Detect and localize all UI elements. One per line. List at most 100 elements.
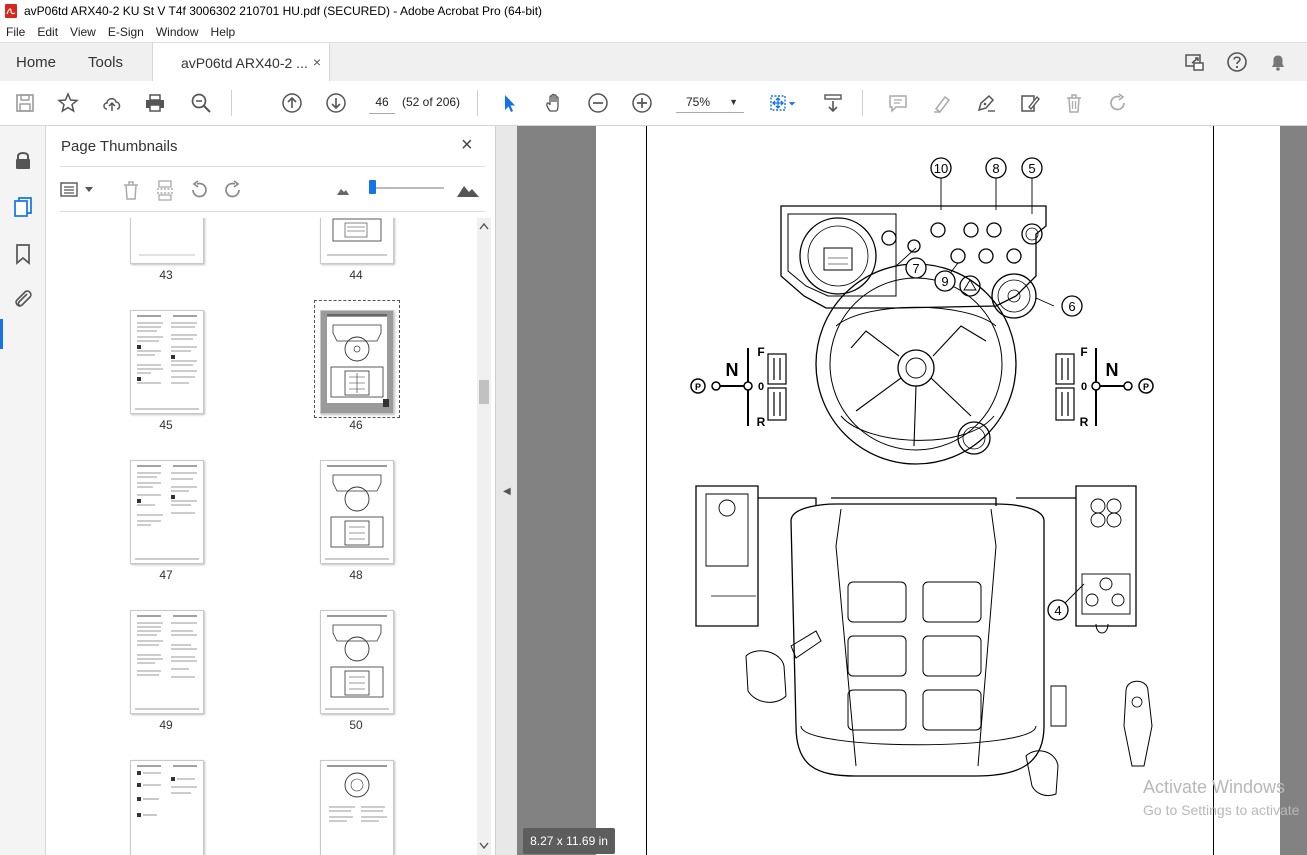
edit-pdf-button[interactable] (1018, 91, 1042, 115)
scroll-up-arrow-icon[interactable] (479, 222, 489, 230)
rotate-counterclockwise-icon[interactable] (188, 179, 210, 201)
callout-8: 8 (992, 161, 999, 176)
gear-left-forward: F (757, 345, 764, 359)
gear-left-neutral: N (726, 360, 739, 380)
thumbnail-scrollbar[interactable] (477, 218, 491, 855)
panel-divider (60, 211, 485, 212)
page-fit-dropdown[interactable] (786, 91, 798, 115)
thumbnail-list: 43 44 45 (60, 218, 475, 855)
thumbnail-page[interactable] (130, 760, 204, 855)
tab-tools[interactable]: Tools (88, 53, 124, 71)
select-tool-button[interactable] (498, 91, 522, 115)
panel-close-icon[interactable]: × (461, 134, 473, 156)
small-thumbnail-icon[interactable] (336, 184, 350, 196)
page-size-badge: 8.27 x 11.69 in (523, 828, 615, 854)
menu-view[interactable]: View (70, 25, 96, 39)
thumbnail-preview (327, 218, 387, 256)
chevron-down-icon (788, 102, 796, 106)
toolbar-separator (231, 90, 232, 116)
highlight-button[interactable] (930, 91, 954, 115)
left-navigation-rail (0, 126, 46, 855)
thumbnail-page[interactable] (320, 610, 394, 714)
scroll-mode-button[interactable] (821, 91, 845, 115)
find-zoom-button[interactable] (189, 91, 213, 115)
acrobat-logo-icon (5, 4, 17, 18)
collapse-left-icon[interactable]: ◀ (503, 486, 511, 497)
upload-cloud-button[interactable] (100, 91, 124, 115)
scroll-down-arrow-icon[interactable] (479, 842, 489, 850)
menu-window[interactable]: Window (155, 25, 199, 39)
menu-file[interactable]: File (6, 25, 26, 39)
callout-7: 7 (912, 261, 919, 276)
zoom-level-value: 75% (686, 95, 711, 109)
page-thumbnails-icon[interactable] (11, 195, 35, 219)
menu-esign[interactable]: E-Sign (107, 25, 144, 39)
share-screen-icon[interactable] (1184, 51, 1206, 73)
options-menu-icon[interactable] (60, 180, 82, 200)
thumbnail-preview (135, 315, 199, 410)
save-disk-icon (16, 94, 34, 112)
save-button[interactable] (13, 91, 37, 115)
chevron-down-icon[interactable] (84, 186, 94, 194)
zoom-out-button[interactable] (586, 91, 610, 115)
cloud-upload-icon (103, 98, 121, 111)
tab-close-icon[interactable]: × (312, 54, 321, 70)
lock-icon[interactable] (11, 148, 35, 172)
redo-button[interactable] (1106, 91, 1130, 115)
tab-bar: Home Tools avP06td ARX40-2 ... × (0, 42, 1307, 82)
tab-document-label: avP06td ARX40-2 ... (181, 54, 308, 71)
help-icon[interactable] (1226, 51, 1248, 73)
next-page-button[interactable] (324, 91, 348, 115)
gear-right-neutral: N (1106, 360, 1119, 380)
selected-thumbnail-frame (314, 300, 400, 418)
page-fit-button[interactable] (766, 91, 790, 115)
thumbnail-label: 45 (159, 418, 173, 432)
thumbnail-page[interactable] (130, 460, 204, 564)
active-rail-indicator (0, 319, 3, 349)
zoom-level-select[interactable]: 75% ▼ (676, 91, 744, 113)
document-viewport[interactable]: 10 8 5 7 9 6 4 N F 0 R P N F 0 R P (517, 126, 1307, 855)
bookmarks-icon[interactable] (11, 242, 35, 266)
draw-signature-button[interactable] (974, 91, 998, 115)
delete-button[interactable] (1062, 91, 1086, 115)
bookmark-star-button[interactable] (56, 91, 80, 115)
tab-document[interactable]: avP06td ARX40-2 ... × (152, 43, 330, 82)
thumbnail-size-slider-track[interactable] (372, 187, 444, 189)
page-number-input[interactable]: 46 (369, 91, 395, 114)
zoom-in-button[interactable] (630, 91, 654, 115)
thumbnail-label: 46 (349, 418, 363, 432)
print-button[interactable] (143, 91, 167, 115)
hand-tool-button[interactable] (542, 91, 566, 115)
comment-button[interactable] (886, 91, 910, 115)
previous-page-button[interactable] (280, 91, 304, 115)
main-toolbar (0, 81, 1307, 126)
menu-edit[interactable]: Edit (37, 25, 59, 39)
attachments-paperclip-icon[interactable] (11, 287, 35, 311)
gear-right-forward: F (1080, 345, 1087, 359)
thumbnail-page-selected[interactable] (320, 310, 394, 414)
scrollbar-thumb[interactable] (479, 380, 489, 404)
thumbnail-page[interactable] (320, 460, 394, 564)
thumbnail-page[interactable] (130, 310, 204, 414)
panel-collapse-divider[interactable]: ◀ (495, 126, 518, 855)
tab-home[interactable]: Home (16, 53, 57, 71)
operator-controls-diagram: 10 8 5 7 9 6 4 N F 0 R P N F 0 R P (690, 157, 1154, 797)
magnifier-minus-icon (191, 93, 211, 113)
callout-10: 10 (934, 161, 948, 176)
menu-help[interactable]: Help (210, 25, 236, 39)
thumbnail-page[interactable] (320, 760, 394, 855)
chevron-down-icon: ▼ (729, 97, 738, 107)
trash-icon[interactable] (120, 179, 142, 201)
thumbnail-label: 49 (159, 718, 173, 732)
thumbnail-page[interactable] (320, 218, 394, 264)
large-thumbnail-icon[interactable] (456, 180, 480, 198)
thumbnail-toolbar (46, 174, 495, 206)
thumbnail-size-slider-handle[interactable] (369, 180, 376, 194)
extract-pages-icon[interactable] (154, 179, 176, 201)
rotate-clockwise-icon[interactable] (222, 179, 244, 201)
thumbnail-page[interactable] (130, 610, 204, 714)
notifications-bell-icon[interactable] (1267, 51, 1289, 73)
thumbnail-page[interactable] (130, 218, 204, 264)
rotate-clockwise-icon (1110, 93, 1125, 111)
thumbnail-preview (135, 615, 199, 710)
